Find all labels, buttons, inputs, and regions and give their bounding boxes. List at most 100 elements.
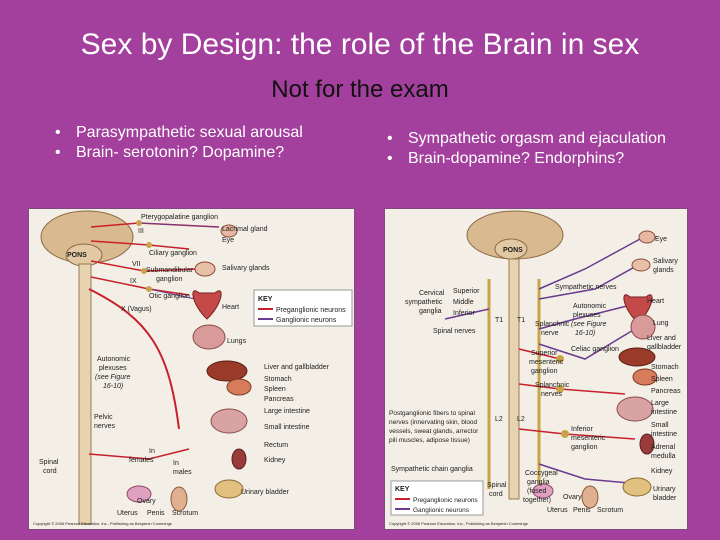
salivary-organ (195, 262, 215, 276)
label-inf-mesenteric-3: ganglion (571, 444, 598, 451)
label-coccygeal-2: ganglia (527, 479, 550, 486)
label-autonomic-3: (see Figure (571, 321, 607, 328)
label-scrotum: Scrotum (172, 510, 198, 517)
label-autonomic-1: Autonomic (97, 356, 131, 363)
label-spleen: Spleen (651, 376, 673, 383)
label-liver-1: Liver and (647, 335, 676, 342)
label-splanchnic-nerves-1: Splanchnic (535, 382, 570, 389)
left-bullet-list: Parasympathetic sexual arousal Brain- se… (52, 124, 352, 164)
label-urinary-2: bladder (653, 495, 677, 502)
label-lungs: Lungs (227, 338, 247, 345)
label-postganglionic-1: Postganglionic fibers to spinal (389, 410, 476, 417)
label-uterus: Uterus (117, 510, 138, 517)
label-pancreas: Pancreas (264, 396, 294, 403)
label-spinal-cord-2: cord (489, 491, 503, 498)
label-sup-mesenteric-2: mesenteric (529, 359, 564, 366)
label-submandibular-2: ganglion (156, 276, 183, 283)
bladder-organ (623, 478, 651, 496)
key-pre-label: Preganglionic neurons (276, 307, 346, 314)
label-ix: IX (130, 278, 137, 285)
label-postganglionic-2: nerves (innervating skin, blood (389, 419, 478, 426)
label-otic: Otic ganglion (149, 293, 190, 300)
label-stomach: Stomach (264, 376, 292, 383)
label-spinal-cord-2: cord (43, 468, 57, 475)
label-adrenal-1: Adrenal (651, 444, 676, 451)
label-large-intestine: Large intestine (264, 408, 310, 415)
sympathetic-diagram: KEY Preganglionic neurons Ganglionic neu… (384, 208, 688, 530)
label-autonomic-2: plexuses (573, 312, 601, 319)
label-chain-ganglia: Sympathetic chain ganglia (391, 466, 473, 473)
slide-title: Sex by Design: the role of the Brain in … (0, 28, 720, 62)
right-bullet-2: Brain-dopamine? Endorphins? (384, 150, 704, 168)
label-pancreas: Pancreas (651, 388, 681, 395)
label-autonomic-4: 16-10) (103, 383, 123, 390)
label-ciliary: Ciliary ganglion (149, 250, 197, 257)
left-bullet-2: Brain- serotonin? Dopamine? (52, 144, 352, 162)
label-coccygeal-3: (fused (527, 488, 547, 495)
label-l2-left: L2 (495, 416, 503, 423)
label-heart: Heart (222, 304, 239, 311)
label-sup-mesenteric-1: Superior (531, 350, 558, 357)
label-heart: Heart (647, 298, 664, 305)
label-middle: Middle (453, 299, 474, 306)
key-title: KEY (258, 296, 273, 303)
label-adrenal-2: medulla (651, 453, 676, 460)
slide-subtitle: Not for the exam (0, 76, 720, 104)
label-coccygeal-4: together) (523, 497, 551, 504)
label-kidney: Kidney (264, 457, 286, 464)
label-pons: PONS (503, 247, 523, 254)
intestine-organ (211, 409, 247, 433)
key-pre-label: Preganglionic neurons (413, 497, 478, 504)
label-liver-2: gallbladder (647, 344, 682, 351)
label-sympathetic-nerves: Sympathetic nerves (555, 284, 617, 291)
left-bullet-1: Parasympathetic sexual arousal (52, 124, 352, 142)
key-title: KEY (395, 486, 410, 493)
label-rectum: Rectum (264, 442, 288, 449)
label-in-males-2: males (173, 469, 192, 476)
label-eye: Eye (655, 236, 667, 243)
label-inf-mesenteric-2: mesenteric (571, 435, 606, 442)
label-salivary-2: glands (653, 267, 674, 274)
heart-organ (193, 291, 221, 319)
penis-organ (582, 486, 598, 508)
label-spinal-cord-1: Spinal (487, 482, 507, 489)
label-eye: Eye (222, 237, 234, 244)
right-bullet-list: Sympathetic orgasm and ejaculation Brain… (384, 130, 704, 170)
label-sup-mesenteric-3: ganglion (531, 368, 558, 375)
salivary-organ (632, 259, 650, 271)
liver-organ (207, 361, 247, 381)
label-iii: III (138, 228, 144, 235)
kidney-organ (232, 449, 246, 469)
label-inf-mesenteric-1: Inferior (571, 426, 593, 433)
label-stomach: Stomach (651, 364, 679, 371)
label-celiac: Celiac ganglion (571, 346, 619, 353)
label-salivary-1: Salivary (653, 258, 678, 265)
label-cervical-1: Cervical (419, 290, 445, 297)
label-large-intestine-1: Large (651, 400, 669, 407)
label-lacrimal: Lacrimal gland (222, 226, 268, 233)
label-kidney: Kidney (651, 468, 673, 475)
label-cervical-3: ganglia (419, 308, 442, 315)
label-spinal-cord-1: Spinal (39, 459, 59, 466)
label-pelvic-1: Pelvic (94, 414, 113, 421)
nerve-line (139, 223, 219, 227)
label-splanchnic-nerves-2: nerves (541, 391, 563, 398)
label-t1-left: T1 (495, 317, 503, 324)
label-cervical-2: sympathetic (405, 299, 443, 306)
key-gang-label: Ganglionic neurons (276, 317, 337, 324)
ganglion-dot (146, 242, 152, 248)
ganglion-dot (146, 286, 152, 292)
spinal-cord-shape (509, 259, 519, 499)
label-l2-right: L2 (517, 416, 525, 423)
label-pelvic-2: nerves (94, 423, 116, 430)
label-splanchnic-1: Splanchnic (535, 321, 570, 328)
eye-organ (639, 231, 655, 243)
label-small-intestine: Small intestine (264, 424, 310, 431)
copyright-left: Copyright © 2006 Pearson Education, Inc.… (33, 521, 172, 526)
label-autonomic-1: Autonomic (573, 303, 607, 310)
label-urinary-1: Urinary (653, 486, 676, 493)
nerve-line (539, 264, 640, 299)
copyright-right: Copyright © 2006 Pearson Education, Inc.… (389, 521, 528, 526)
label-postganglionic-4: pili muscles, adipose tissue) (389, 437, 470, 444)
label-large-intestine-2: intestine (651, 409, 677, 416)
